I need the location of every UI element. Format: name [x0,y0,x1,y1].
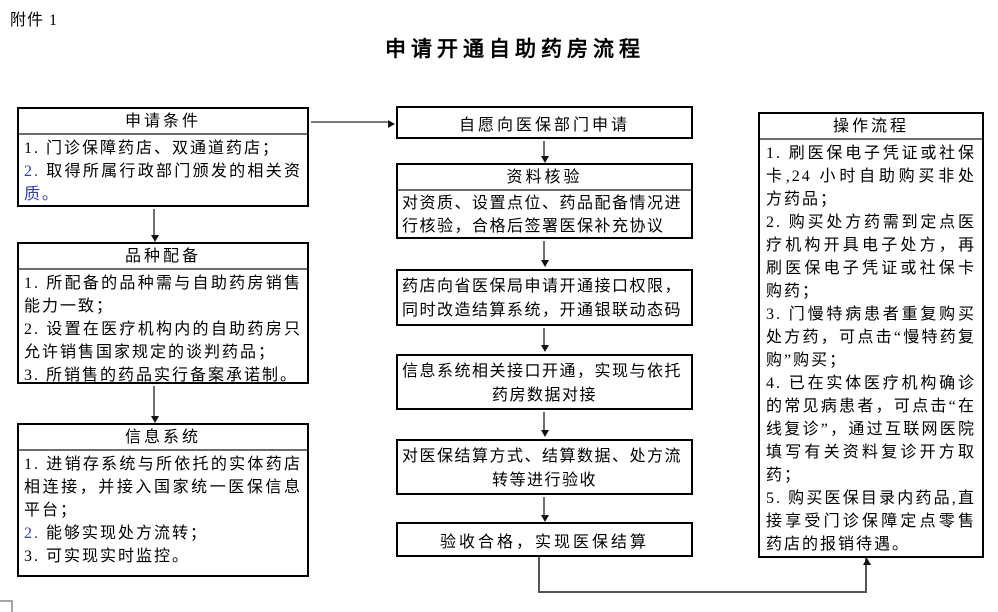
text-segment: 2. 购买处方药需到定点医疗机构开具电子处方，再刷医保电子凭证或社保卡购药； [766,214,976,300]
list-item: 1. 进销存系统与所依托的实体药店相连接，并接入国家统一医保信息平台； [24,453,302,522]
arrow-verification-to-permission-icon [541,241,549,267]
text-segment: 2. 设置在医疗机构内的自助药房只允许销售国家规定的谈判药品； [24,321,302,361]
list-item: 1. 刷医保电子凭证或社保卡,24 小时自助购买非处方药品； [766,142,976,211]
box-application-conditions: 申请条件 1. 门诊保障药店、双通道药店； 2. 取得所属行政部门颁发的相关资质… [17,107,309,207]
list-item: 2. 设置在医疗机构内的自助药房只允许销售国家规定的谈判药品； [24,318,302,364]
list-item: 3. 所销售的药品实行备案承诺制。 [24,364,302,387]
text-line: 对医保结算方式、结算数据、处方流 [402,448,683,465]
box-header-variety-allocation: 品种配备 [19,244,307,270]
page-corner-artifact [0,600,13,612]
box-body: 药店向省医保局申请开通接口权限， 同时改造结算系统，开通银联动态码 [398,271,691,323]
box-information-system: 信息系统 1. 进销存系统与所依托的实体药店相连接，并接入国家统一医保信息平台；… [17,423,309,577]
box-apply-interface-permission: 药店向省医保局申请开通接口权限， 同时改造结算系统，开通银联动态码 [396,269,693,326]
list-item: 2. 取得所属行政部门颁发的相关资质。 [24,160,302,206]
text-segment: 1. 刷医保电子凭证或社保卡,24 小时自助购买非处方药品； [766,145,976,208]
box-body: 1. 门诊保障药店、双通道药店； 2. 取得所属行政部门颁发的相关资质。 [19,135,307,206]
arrow-docking-to-acceptance-icon [541,412,549,437]
text-line: 对资质、设置点位、药品配备情况进 [402,195,683,212]
text-segment: 3. 门慢特病患者重复购买处方药，可点击“慢特药复购”购买； [766,306,976,369]
text-segment: 3. 可实现实时监控。 [24,548,191,565]
box-body: 1. 所配备的品种需与自助药房销售能力一致； 2. 设置在医疗机构内的自助药房只… [19,270,307,387]
box-header-data-verification: 资料核验 [398,165,691,191]
text-line: 同时改造结算系统，开通银联动态码 [402,302,683,319]
box-settlement-acceptance: 对医保结算方式、结算数据、处方流 转等进行验收 [396,439,693,495]
list-item: 2. 能够实现处方流转； [24,522,302,545]
box-acceptance-passed: 验收合格，实现医保结算 [396,522,693,557]
arrow-acceptance-to-passed-icon [541,497,549,522]
text-segment: 取得所属行政部门颁发的相关资 [46,163,302,180]
text-segment: 1. 门诊保障药店、双通道药店； [24,140,281,157]
connector-horizontal-segment [538,591,867,593]
box-interface-opened-data-docking: 信息系统相关接口开通，实现与依托 药房数据对接 [396,354,693,410]
text-line: 转等进行验收 [491,472,597,489]
list-item: 3. 门慢特病患者重复购买处方药，可点击“慢特药复购”购买； [766,303,976,372]
list-item: 3. 可实现实时监控。 [24,545,302,568]
step-label: 自愿向医保部门申请 [458,116,630,134]
text-segment: 能够实现处方流转； [46,525,209,542]
box-body: 1. 刷医保电子凭证或社保卡,24 小时自助购买非处方药品； 2. 购买处方药需… [760,140,982,556]
list-item: 1. 门诊保障药店、双通道药店； [24,137,302,160]
box-body: 对医保结算方式、结算数据、处方流 转等进行验收 [398,441,691,493]
box-body: 1. 进销存系统与所依托的实体药店相连接，并接入国家统一医保信息平台； 2. 能… [19,451,307,568]
text-line: 药店向省医保局申请开通接口权限， [402,278,683,295]
text-segment-blue: 质。 [24,186,61,203]
box-header-information-system: 信息系统 [19,425,307,451]
arrow-variety-to-infosystem-icon [151,386,159,423]
arrow-apply-to-verification-icon [541,141,549,163]
arrow-conditions-to-apply-icon [311,120,395,128]
box-apply-to-medical-insurance: 自愿向医保部门申请 [396,106,693,139]
text-segment-blue: 2. [24,525,46,542]
text-line: 行核验，合格后签署医保补充协议 [402,218,665,235]
arrow-conditions-to-variety-icon [151,209,159,242]
text-segment: 5. 购买医保目录内药品,直接享受门诊保障定点零售药店的报销待遇。 [766,490,976,553]
box-header-application-conditions: 申请条件 [19,109,307,135]
list-item: 4. 已在实体医疗机构确诊的常见病患者，可点击“在线复诊”，通过互联网医院填写有… [766,372,976,487]
box-data-verification: 资料核验 对资质、设置点位、药品配备情况进 行核验，合格后签署医保补充协议 [396,163,693,239]
arrow-passed-to-operation-icon [863,558,871,593]
box-body: 对资质、设置点位、药品配备情况进 行核验，合格后签署医保补充协议 [398,191,691,238]
text-line: 信息系统相关接口开通，实现与依托 [402,363,683,380]
page-title: 申请开通自助药房流程 [385,37,645,61]
box-variety-allocation: 品种配备 1. 所配备的品种需与自助药房销售能力一致； 2. 设置在医疗机构内的… [17,242,309,384]
connector-down-segment [538,557,540,593]
list-item: 5. 购买医保目录内药品,直接享受门诊保障定点零售药店的报销待遇。 [766,487,976,556]
list-item: 2. 购买处方药需到定点医疗机构开具电子处方，再刷医保电子凭证或社保卡购药； [766,211,976,303]
text-segment: 1. 进销存系统与所依托的实体药店相连接，并接入国家统一医保信息平台； [24,456,302,519]
text-segment: 1. 所配备的品种需与自助药房销售能力一致； [24,275,302,315]
text-segment-blue: 2. [24,163,47,180]
text-segment: 3. 所销售的药品实行备案承诺制。 [24,367,299,384]
list-item: 1. 所配备的品种需与自助药房销售能力一致； [24,272,302,318]
arrow-permission-to-docking-icon [541,328,549,352]
text-segment: 4. 已在实体医疗机构确诊的常见病患者，可点击“在线复诊”，通过互联网医院填写有… [766,375,976,484]
box-header-operation-process: 操作流程 [760,114,982,140]
box-body: 信息系统相关接口开通，实现与依托 药房数据对接 [398,356,691,408]
box-operation-process: 操作流程 1. 刷医保电子凭证或社保卡,24 小时自助购买非处方药品； 2. 购… [758,112,984,558]
text-line: 药房数据对接 [491,387,597,404]
attachment-label: 附件 1 [10,12,59,29]
step-label: 验收合格，实现医保结算 [439,533,649,551]
